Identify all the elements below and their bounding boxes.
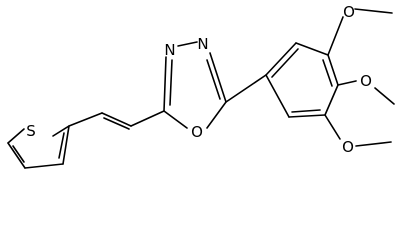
- bond-c2-c3: [62, 125, 70, 165]
- atom-label-nitrogen-right: N: [197, 35, 208, 53]
- bond-o-bottom-methyl: [355, 141, 392, 147]
- bond-c1-c2: [265, 42, 297, 76]
- bond-c5-n4: [209, 52, 227, 103]
- bond-c5-c6: [288, 114, 326, 118]
- bond-o-middle-methyl: [374, 87, 395, 105]
- bond-c3-o-top: [327, 16, 344, 56]
- atom-label-sulfur: S: [26, 122, 36, 140]
- structure-diagram: S N N O O O O: [7, 3, 395, 169]
- atom-label-oxygen-methoxy-bottom: O: [342, 138, 354, 156]
- bond-o-top-methyl: [354, 8, 393, 14]
- bond-c2-o: [163, 110, 188, 129]
- bond-c3-c4: [24, 163, 64, 169]
- molecule-svg: S N N O O O O: [7, 3, 395, 169]
- bond-c4-c5: [7, 142, 26, 169]
- benzene-ring: [265, 42, 339, 118]
- bond-c5-n4-inner: [206, 59, 221, 100]
- bond-c2-c3-inner: [58, 132, 65, 159]
- bond-c1-c2-inner: [271, 48, 299, 78]
- atom-label-oxygen-ring: O: [191, 123, 203, 141]
- bond-oxadiazole-phenyl: [225, 74, 267, 103]
- bond-s-c2: [52, 125, 70, 137]
- bond-c4-o-middle: [337, 80, 357, 86]
- bond-thienyl-vinyl: [68, 112, 103, 127]
- bond-c4-c5-inner: [12, 145, 25, 163]
- bond-n4-n3: [177, 41, 198, 47]
- bond-c4-c5: [324, 84, 339, 116]
- bond-c2-c3: [295, 42, 329, 56]
- thiophene-ring: [7, 125, 70, 169]
- bond-o-c5: [206, 101, 227, 129]
- vinyl-linker: [68, 110, 165, 130]
- bond-n3-c2-inner: [169, 59, 173, 106]
- bond-c5-s: [7, 128, 25, 144]
- atom-label-oxygen-methoxy-top: O: [343, 3, 355, 21]
- bond-c5-o-bottom: [324, 114, 341, 140]
- bond-c3-c4-inner: [322, 59, 333, 87]
- atom-label-oxygen-methoxy-middle: O: [360, 72, 372, 90]
- bond-vinyl-double-inner: [103, 117, 130, 130]
- bond-c6-c1: [265, 74, 290, 118]
- bond-c3-c4: [327, 54, 339, 86]
- bond-c5-c6-inner: [291, 109, 321, 113]
- bond-vinyl-double: [101, 112, 132, 127]
- bond-n3-c2: [163, 56, 167, 112]
- oxadiazole-ring: [163, 41, 227, 129]
- atom-label-nitrogen-left: N: [164, 41, 175, 59]
- bond-vinyl-oxadiazole: [130, 110, 165, 127]
- methoxy-groups: [324, 8, 395, 147]
